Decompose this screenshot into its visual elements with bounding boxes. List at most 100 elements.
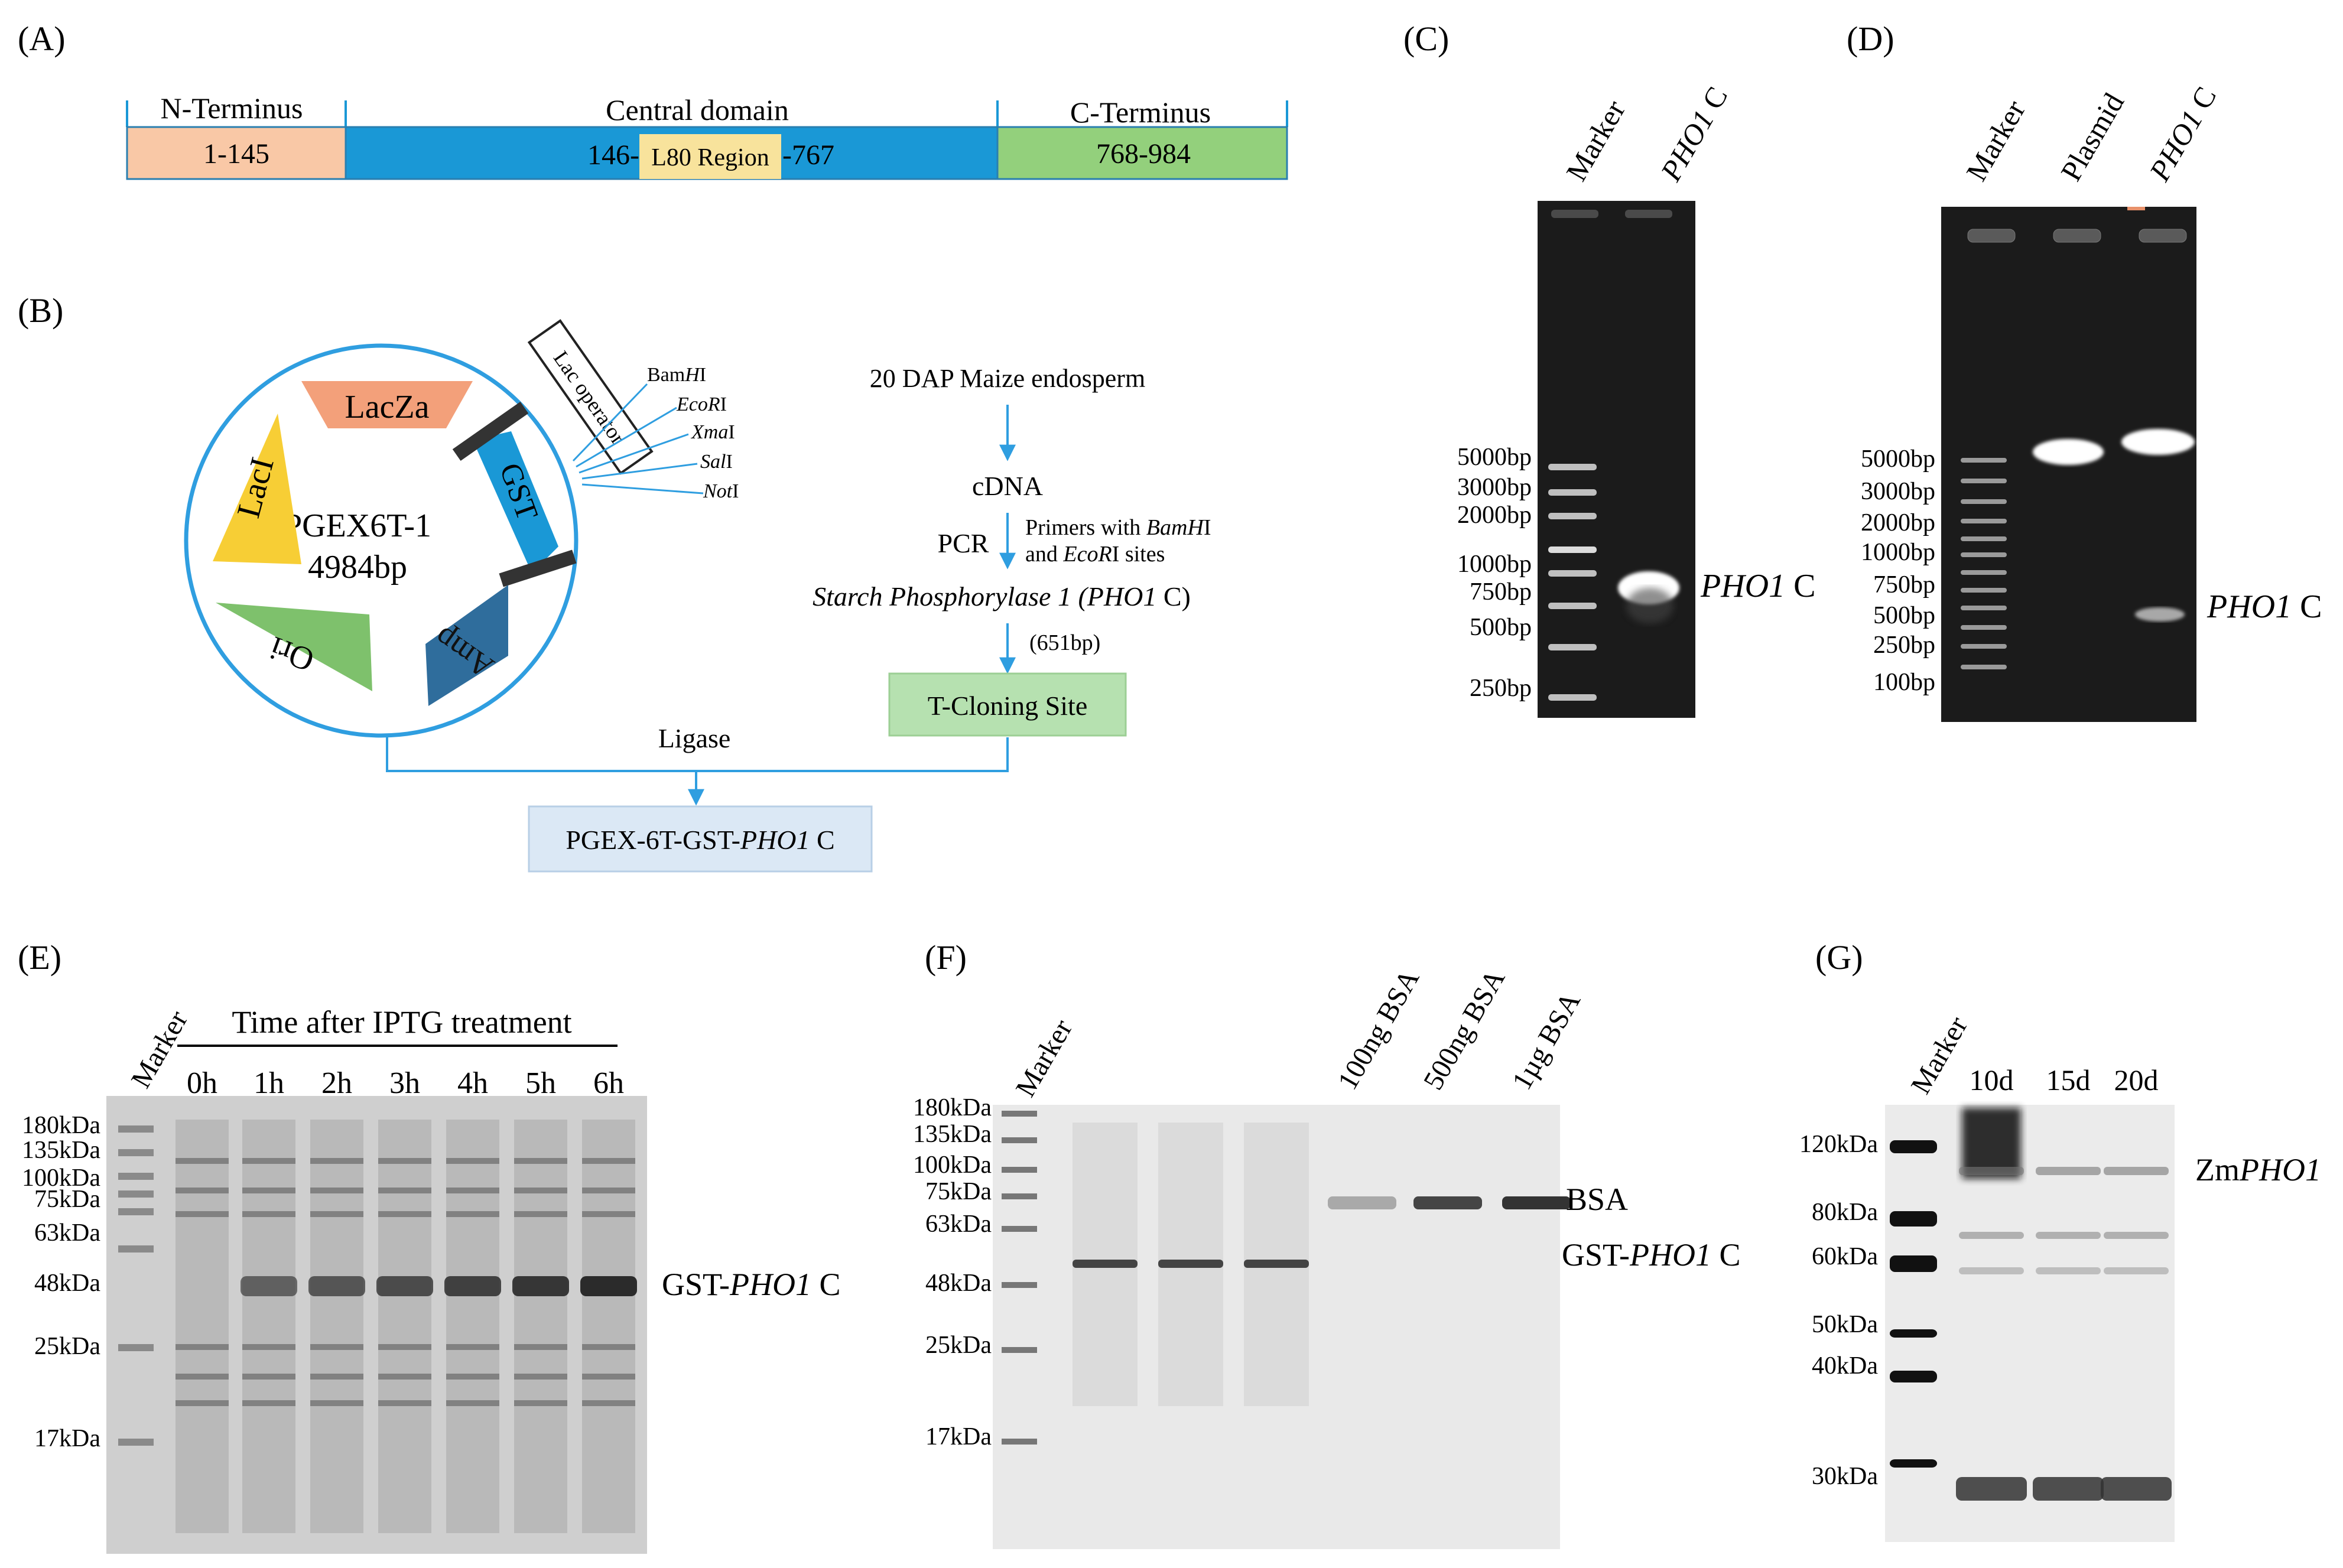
flow-cdna: cDNA bbox=[972, 471, 1043, 501]
marker-band bbox=[1002, 1193, 1037, 1199]
bsa-band bbox=[1502, 1196, 1571, 1209]
mw-label-75kda: 75kDa bbox=[925, 1178, 992, 1205]
mw-label-63kda: 63kDa bbox=[34, 1219, 100, 1247]
marker-band bbox=[1890, 1459, 1937, 1468]
lane-band bbox=[242, 1158, 295, 1164]
central-domain-title: Central domain bbox=[606, 93, 789, 126]
gel-d-bands bbox=[1961, 207, 2195, 669]
band-80 bbox=[2104, 1232, 2169, 1239]
gst-pho1-band bbox=[1244, 1260, 1309, 1268]
lane-band bbox=[514, 1158, 567, 1164]
mw-label-17kda: 17kDa bbox=[34, 1425, 100, 1452]
lane-g-marker: Marker bbox=[1905, 1011, 1974, 1099]
lacza-label: LacZa bbox=[345, 389, 430, 425]
lac-operator: Lac operator bbox=[527, 319, 654, 475]
lane-d-pho1: PHO1 C bbox=[2143, 81, 2223, 187]
gst-gene bbox=[473, 431, 558, 573]
time-label-6h: 6h bbox=[593, 1066, 624, 1100]
lane-band bbox=[176, 1188, 229, 1193]
pgex-product-box bbox=[528, 805, 873, 873]
panel-b-label: (B) bbox=[18, 291, 63, 330]
lane-band bbox=[176, 1158, 229, 1164]
lane-band bbox=[514, 1344, 567, 1350]
lane-band bbox=[582, 1400, 635, 1406]
flow-ligase: Ligase bbox=[658, 723, 731, 753]
lane-band bbox=[176, 1374, 229, 1380]
ladder-band bbox=[1548, 489, 1597, 496]
marker-band bbox=[118, 1190, 154, 1198]
lane-band bbox=[378, 1344, 431, 1350]
flow-primers-1: Primers with BamHI bbox=[1025, 515, 1211, 540]
gst-pho1-band bbox=[1073, 1260, 1138, 1268]
bsa-band bbox=[1328, 1196, 1396, 1209]
mw-label-63kda: 63kDa bbox=[925, 1211, 992, 1238]
lane-band bbox=[446, 1188, 499, 1193]
marker-band bbox=[1002, 1439, 1037, 1445]
lane-band bbox=[582, 1158, 635, 1164]
band-60 bbox=[2036, 1267, 2101, 1274]
mw-label-50kda: 50kDa bbox=[1812, 1311, 1878, 1338]
ladder-label-250bp: 250bp bbox=[1873, 632, 1935, 659]
marker-band bbox=[118, 1125, 154, 1133]
mw-label-80kda: 80kDa bbox=[1812, 1199, 1878, 1226]
panel-c-label: (C) bbox=[1403, 19, 1449, 58]
panel-d: (D) Marker Plasmid PHO1 C 5000bp3000bp20… bbox=[1847, 19, 2322, 722]
well-d-0 bbox=[1967, 229, 2016, 243]
l80-region-box bbox=[639, 134, 781, 179]
ladder-band bbox=[1961, 536, 2007, 541]
plasmid-band bbox=[2033, 439, 2104, 465]
ladder-band bbox=[1961, 606, 2007, 610]
flow-gene: Starch Phosphorylase 1 (PHO1 C) bbox=[813, 581, 1191, 611]
ladder-band bbox=[1961, 625, 2007, 630]
n-terminus-range: 1-145 bbox=[203, 138, 269, 170]
central-end: -767 bbox=[782, 139, 834, 171]
flow-length: (651bp) bbox=[1029, 630, 1100, 655]
lane-smear bbox=[176, 1120, 229, 1533]
lane-band bbox=[446, 1211, 499, 1217]
ladder-label-750bp: 750bp bbox=[1470, 578, 1532, 606]
mw-label-25kda: 25kDa bbox=[925, 1332, 992, 1359]
c-terminus-title: C-Terminus bbox=[1070, 96, 1211, 129]
panel-a: (A) N-Terminus Central domain C-Terminus… bbox=[18, 19, 1288, 180]
site-noti: NotI bbox=[703, 480, 739, 502]
panel-e-label: (E) bbox=[18, 938, 61, 977]
ladder-label-5000bp: 5000bp bbox=[1457, 444, 1532, 471]
lane-band bbox=[378, 1400, 431, 1406]
gel-d-band-label: PHO1 C bbox=[2206, 588, 2322, 625]
lane-c-marker: Marker bbox=[1559, 95, 1632, 187]
gel-e-bands bbox=[118, 1120, 637, 1533]
t-cloning-label: T-Cloning Site bbox=[928, 691, 1088, 721]
mw-label-48kda: 48kDa bbox=[925, 1270, 992, 1297]
lane-f-marker: Marker bbox=[1010, 1014, 1079, 1102]
l80-region-label: L80 Region bbox=[651, 144, 769, 171]
pgex-product-label: PGEX-6T-GST-PHO1 C bbox=[566, 825, 834, 855]
lane-band bbox=[310, 1374, 363, 1380]
mw-label-60kda: 60kDa bbox=[1812, 1243, 1878, 1270]
ladder-label-500bp: 500bp bbox=[1873, 602, 1935, 629]
lane-label-10d: 10d bbox=[1970, 1063, 2014, 1097]
lane-band bbox=[242, 1188, 295, 1193]
lane-band bbox=[242, 1344, 295, 1350]
bsa-band bbox=[1413, 1196, 1482, 1209]
laci-gene bbox=[213, 414, 301, 564]
band-80 bbox=[1959, 1232, 2024, 1239]
site-bamhi: BamHI bbox=[647, 364, 706, 386]
lane-band bbox=[582, 1211, 635, 1217]
lane-band bbox=[378, 1158, 431, 1164]
ladder-band bbox=[1961, 665, 2007, 669]
lane-band bbox=[446, 1374, 499, 1380]
panel-b: (B) PGEX6T-1 4984bp LacZa LacI GST Ori A… bbox=[18, 291, 1211, 873]
ladder-label-1000bp: 1000bp bbox=[1861, 539, 1935, 566]
flow-pcr: PCR bbox=[938, 528, 989, 558]
central-start: 146- bbox=[587, 139, 639, 171]
gst-bar-bottom bbox=[499, 549, 577, 587]
lane-smear bbox=[446, 1120, 499, 1533]
flow-primers-2: and EcoRI sites bbox=[1025, 542, 1165, 567]
lane-smear bbox=[378, 1120, 431, 1533]
gel-c-band-label: PHO1 C bbox=[1700, 568, 1815, 604]
well-c-marker bbox=[1551, 210, 1598, 218]
band-30 bbox=[2033, 1477, 2104, 1501]
marker-band bbox=[1002, 1167, 1037, 1173]
